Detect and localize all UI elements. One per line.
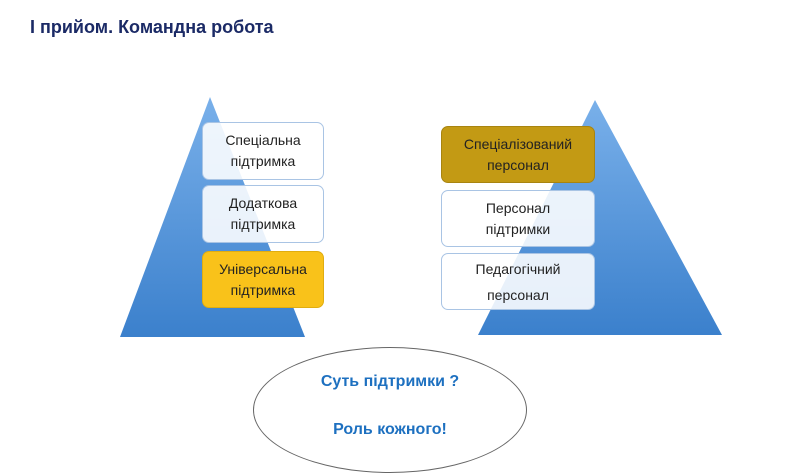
level-label: підтримка <box>230 281 296 298</box>
level-label: підтримки <box>485 220 551 237</box>
level-special-support: Спеціальна підтримка <box>202 122 324 180</box>
level-label: Персонал <box>485 199 551 216</box>
level-teaching-staff: Педагогічний персонал <box>441 253 595 310</box>
oval-question: Суть підтримки ? <box>320 373 460 390</box>
slide-title: І прийом. Командна робота <box>30 17 274 37</box>
level-label: підтримка <box>230 216 296 232</box>
level-label: персонал <box>487 156 549 173</box>
level-label: Спеціалізований <box>463 135 573 152</box>
level-universal-support: Універсальна підтримка <box>202 251 324 308</box>
level-specialized-staff: Спеціалізований персонал <box>441 126 595 183</box>
level-support-staff: Персонал підтримки <box>441 190 595 247</box>
level-label: підтримка <box>230 153 296 169</box>
level-additional-support: Додаткова підтримка <box>202 185 324 243</box>
level-label: Універсальна <box>219 260 307 277</box>
oval-statement: Роль кожного! <box>333 421 447 438</box>
summary-oval <box>253 347 527 473</box>
level-label: персонал <box>487 286 549 303</box>
level-label: Додаткова <box>228 195 298 211</box>
level-label: Педагогічний <box>475 260 561 277</box>
level-label: Спеціальна <box>225 132 301 148</box>
